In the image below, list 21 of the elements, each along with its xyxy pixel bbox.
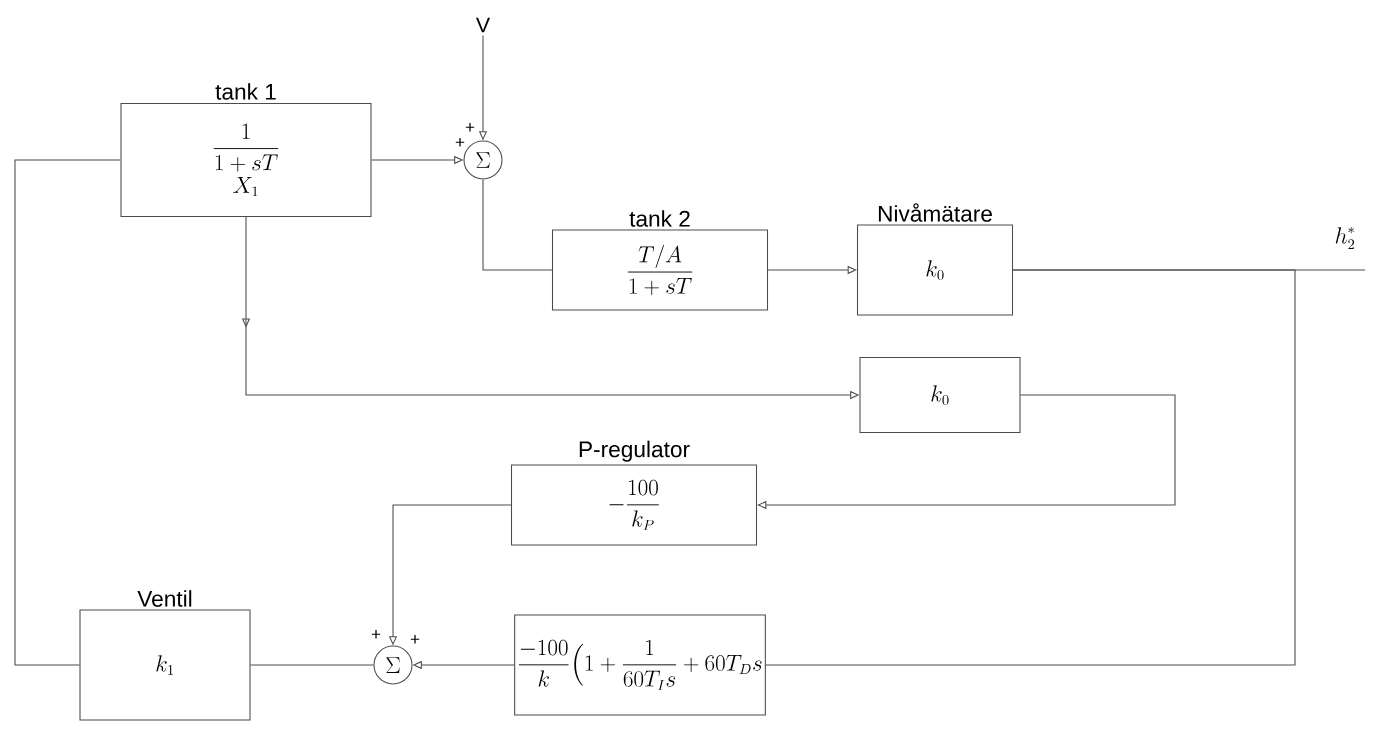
block-title: tank 1 [215,83,276,100]
sign-label: + [410,635,420,644]
block-box: $k_0$ [856,224,1014,316]
sign-label: + [455,138,465,147]
block-box: $\frac{1}{1+sT}$ $X_1$ [120,102,372,218]
block-box: $\frac{T/A}{1+sT}$ [551,229,769,311]
block-title: Ventil [137,590,192,607]
block-title: Nivåmätare [878,203,992,222]
sign-label: + [371,630,381,639]
block-box: $k_1$ [79,609,251,721]
summing-junction: $\Sigma$ [373,645,413,685]
block-box: $k_0$ [859,356,1021,434]
sign-label: + [465,123,475,132]
block-title: tank 2 [629,210,690,227]
block-title: P-regulator [579,440,690,462]
block-box: $\frac{-100}{k}\Bigl(1+\frac{1}{60T_I s}+60T_D s$ [514,614,766,716]
summing-junction: $\Sigma$ [463,140,503,180]
signal-label: $h_2^*$ [1335,227,1355,249]
signal-label: V [476,17,491,33]
arrow [757,394,1176,510]
block-box: $-\frac{100}{k_P}$ [510,464,758,546]
